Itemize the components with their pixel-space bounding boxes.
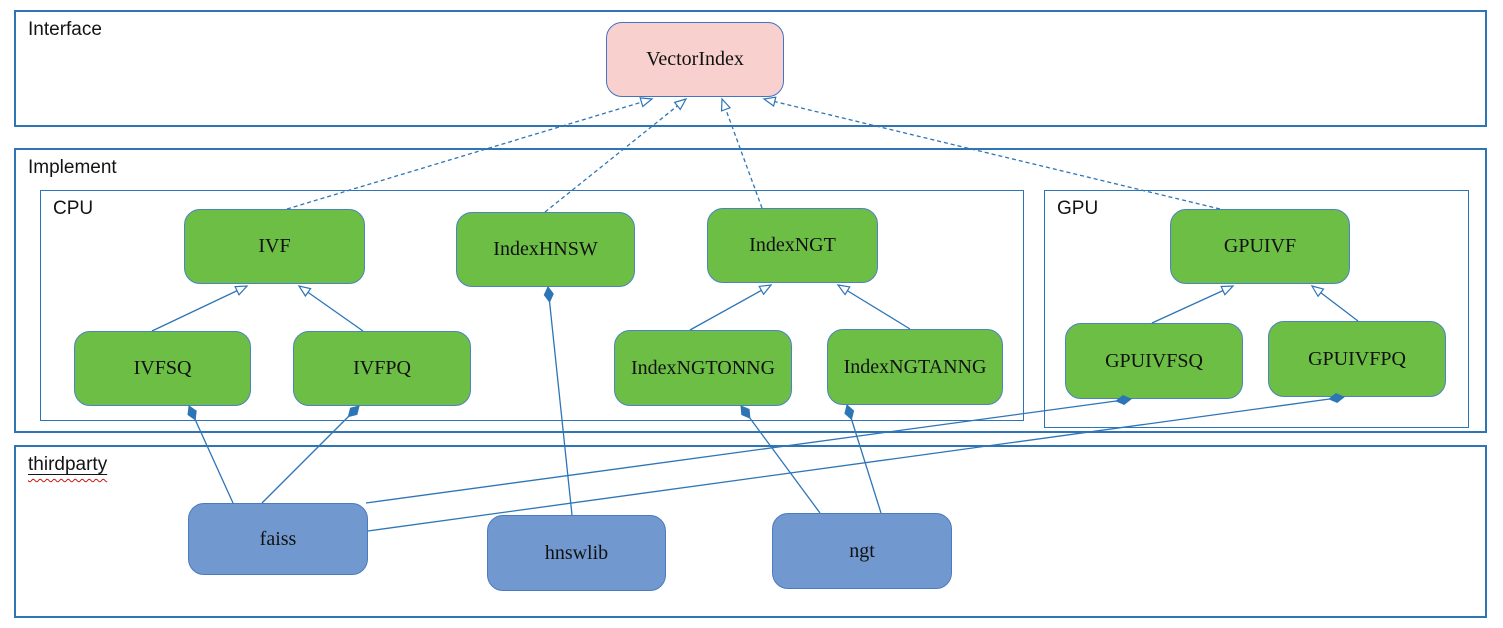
node-vectorindex-label: VectorIndex: [646, 48, 744, 70]
node-indexngtanng-label: IndexNGTANNG: [843, 355, 987, 378]
section-thirdparty-label: thirdparty: [28, 454, 107, 477]
node-indexngtanng[interactable]: IndexNGTANNG: [827, 329, 1003, 405]
node-faiss-label: faiss: [259, 527, 297, 550]
node-ivfsq-label: IVFSQ: [133, 357, 192, 379]
node-faiss[interactable]: faiss: [188, 503, 368, 575]
node-ngt-label: ngt: [849, 539, 875, 562]
node-ivf[interactable]: IVF: [184, 209, 365, 284]
node-indexngt[interactable]: IndexNGT: [707, 208, 878, 283]
node-indexngtonng[interactable]: IndexNGTONNG: [614, 330, 792, 406]
node-ivfpq[interactable]: IVFPQ: [293, 331, 471, 406]
node-ivfsq[interactable]: IVFSQ: [74, 331, 251, 406]
node-gpuivf-label: GPUIVF: [1223, 235, 1297, 257]
node-indexngt-label: IndexNGT: [749, 234, 836, 256]
node-ngt[interactable]: ngt: [772, 513, 952, 589]
node-vectorindex[interactable]: VectorIndex: [606, 22, 784, 97]
node-hnswlib[interactable]: hnswlib: [487, 515, 666, 591]
section-cpu-label: CPU: [53, 198, 94, 219]
node-gpuivfpq[interactable]: GPUIVFPQ: [1268, 321, 1446, 397]
node-gpuivfsq[interactable]: GPUIVFSQ: [1065, 323, 1243, 399]
section-implement-label: Implement: [28, 157, 117, 178]
section-interface-label: Interface: [28, 19, 102, 40]
section-gpu-label: GPU: [1057, 198, 1099, 219]
spellcheck-underline: thirdparty: [28, 454, 108, 475]
node-gpuivf[interactable]: GPUIVF: [1170, 209, 1350, 284]
node-indexhnsw[interactable]: IndexHNSW: [456, 212, 635, 287]
node-gpuivfpq-label: GPUIVFPQ: [1308, 347, 1406, 370]
node-indexngtonng-label: IndexNGTONNG: [630, 356, 776, 379]
node-gpuivfsq-label: GPUIVFSQ: [1105, 349, 1203, 372]
node-ivf-label: IVF: [258, 235, 291, 257]
node-ivfpq-label: IVFPQ: [353, 357, 411, 379]
node-hnswlib-label: hnswlib: [544, 541, 609, 564]
node-indexhnsw-label: IndexHNSW: [493, 238, 598, 260]
